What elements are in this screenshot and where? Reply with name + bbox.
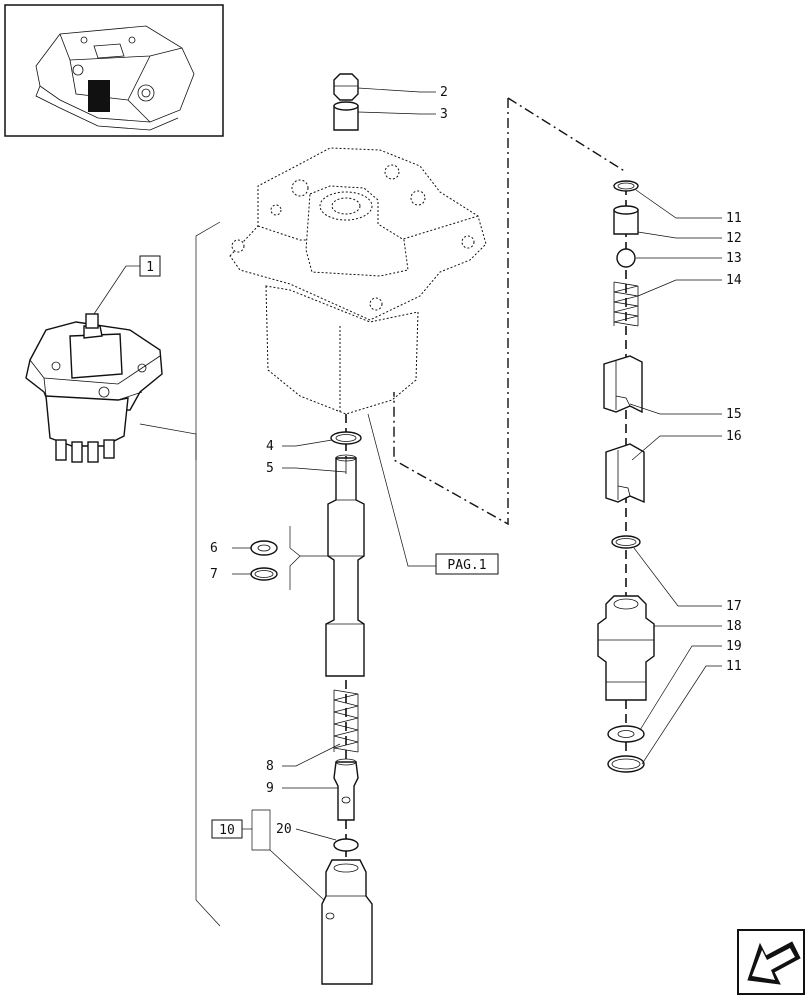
callout-13: 13 <box>726 251 742 266</box>
callout-19: 19 <box>726 639 742 654</box>
callout-14: 14 <box>726 273 742 288</box>
part-cap <box>333 73 359 101</box>
page-reference-label[interactable]: PAG.1 <box>447 558 486 573</box>
part-ring-20 <box>333 838 359 852</box>
reference-box-10 <box>211 819 243 839</box>
assembly-thumbnail-icon[interactable] <box>4 4 224 137</box>
part-guide-16 <box>605 443 645 504</box>
part-guide-15 <box>603 355 643 414</box>
callout-16: 16 <box>726 429 742 444</box>
callout-7: 7 <box>210 567 218 582</box>
callout-9: 9 <box>266 781 274 796</box>
callout-5: 5 <box>266 461 274 476</box>
callout-11-top: 11 <box>726 211 742 226</box>
callout-2: 2 <box>440 85 448 100</box>
callout-6: 6 <box>210 541 218 556</box>
callout-12: 12 <box>726 231 742 246</box>
part-plunger <box>325 454 365 677</box>
callout-11-bottom: 11 <box>726 659 742 674</box>
reference-assembly-drawing <box>25 313 163 463</box>
part-ring-17 <box>611 535 641 549</box>
callout-17: 17 <box>726 599 742 614</box>
part-holder <box>321 859 373 985</box>
part-spring-seat <box>333 758 359 821</box>
part-ring-11b <box>607 755 645 773</box>
part-spring-14 <box>613 281 639 327</box>
reference-box-1 <box>139 255 161 277</box>
pump-body-outline <box>229 147 487 415</box>
part-spring <box>333 689 359 753</box>
reference-label-1: 1 <box>146 260 154 275</box>
part-ball <box>616 248 636 268</box>
callout-8: 8 <box>266 759 274 774</box>
part-valve-seat <box>613 205 639 235</box>
callout-4: 4 <box>266 439 274 454</box>
part-sleeve <box>333 101 359 131</box>
part-washer-19 <box>607 725 645 743</box>
callout-18: 18 <box>726 619 742 634</box>
callout-15: 15 <box>726 407 742 422</box>
callout-3: 3 <box>440 107 448 122</box>
part-ring-4 <box>330 431 362 445</box>
page-reference-box[interactable] <box>435 553 499 575</box>
callout-20: 20 <box>276 822 292 837</box>
arrow-bottom-left-icon[interactable] <box>737 929 805 995</box>
part-valve-body <box>597 595 655 701</box>
reference-label-10: 10 <box>219 823 235 838</box>
part-washer <box>250 540 278 556</box>
